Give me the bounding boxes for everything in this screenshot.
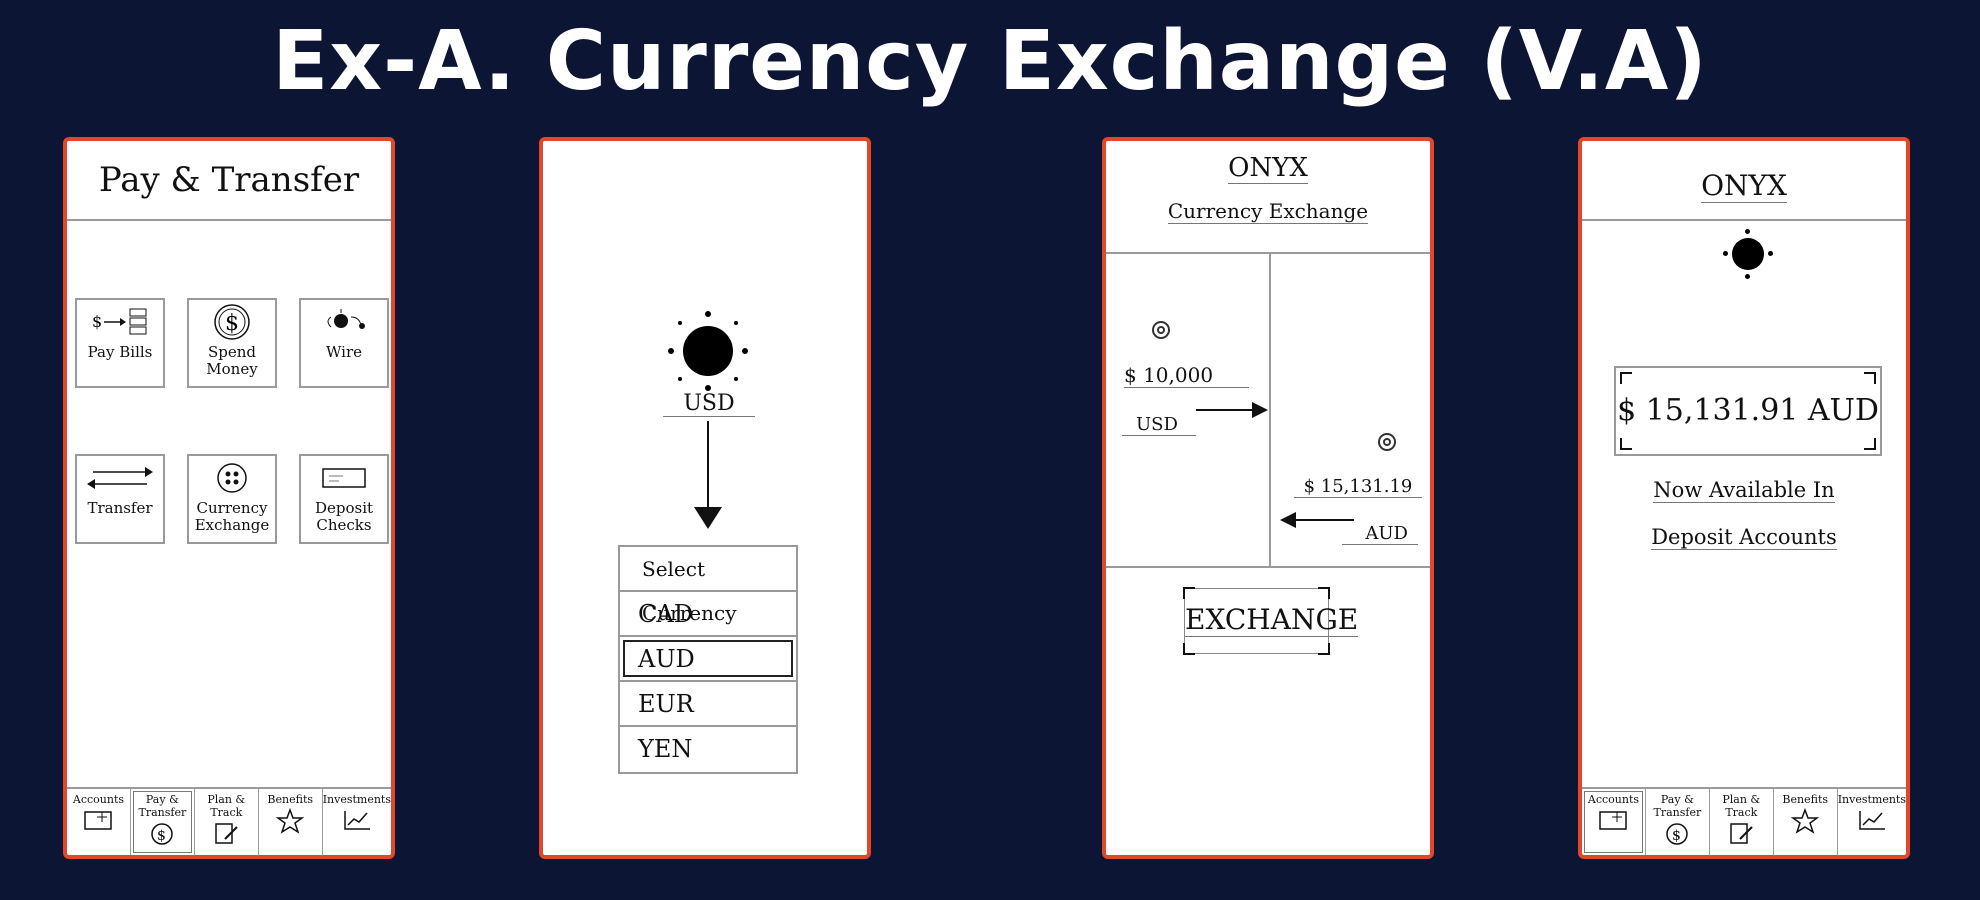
- divider: [1106, 252, 1430, 254]
- bottom-tab-bar: Accounts Pay & Transfer $ Plan & Track B…: [67, 787, 391, 855]
- to-amount: $ 15,131.19: [1294, 476, 1422, 498]
- notepad-pencil-icon: [195, 821, 258, 852]
- tab-label: Plan & Track: [1722, 793, 1761, 819]
- notepad-pencil-icon: [1710, 821, 1773, 852]
- dollar-cycle-icon: $: [131, 821, 194, 854]
- down-arrow-icon: [688, 421, 728, 535]
- tile-label: Spend Money: [206, 343, 258, 378]
- screen-pay-transfer: Pay & Transfer $ Pay Bills $ Spend Money…: [63, 137, 395, 859]
- pay-bills-icon: $: [77, 300, 163, 344]
- star-icon: [259, 807, 322, 841]
- tab-label: Plan & Track: [207, 793, 246, 819]
- svg-text:$: $: [92, 312, 102, 331]
- tab-label: Pay & Transfer: [138, 793, 187, 819]
- tile-currency-exchange[interactable]: Currency Exchange: [187, 454, 277, 544]
- from-currency: USD: [1122, 414, 1196, 436]
- tile-spend-money[interactable]: $ Spend Money: [187, 298, 277, 388]
- tile-wire[interactable]: Wire: [299, 298, 389, 388]
- tab-label: Accounts: [72, 793, 125, 806]
- line-chart-icon: [323, 808, 391, 839]
- to-currency: AUD: [1342, 523, 1418, 545]
- screen-select-currency: USD Select Currency CAD AUD EUR YEN: [539, 137, 871, 859]
- tab-investments[interactable]: Investments: [1838, 789, 1906, 855]
- currency-option-aud[interactable]: AUD: [620, 637, 796, 682]
- star-icon: [1774, 807, 1837, 841]
- currency-option-cad[interactable]: CAD: [620, 592, 796, 637]
- right-arrow-icon: [1196, 398, 1271, 426]
- tile-pay-bills[interactable]: $ Pay Bills: [75, 298, 165, 388]
- screen-confirmation: ONYX $ 15,131.91 AUD Now Available In De…: [1578, 137, 1910, 859]
- tile-label: Transfer: [87, 499, 153, 517]
- tab-label: Investments: [1837, 793, 1906, 806]
- divider: [1106, 566, 1430, 568]
- tab-benefits[interactable]: Benefits: [1774, 789, 1838, 855]
- tile-label: Pay Bills: [87, 343, 153, 361]
- currency-option-yen[interactable]: YEN: [638, 735, 693, 763]
- tab-plan-track[interactable]: Plan & Track: [1710, 789, 1774, 855]
- currency-icon: [1378, 433, 1396, 451]
- tab-label: Pay & Transfer: [1653, 793, 1702, 819]
- tile-label: Currency Exchange: [194, 499, 270, 534]
- divider: [1269, 253, 1271, 566]
- svg-text:$: $: [1672, 828, 1681, 844]
- confirmation-line-2: Deposit Accounts: [1651, 525, 1837, 550]
- currency-dropdown[interactable]: Select Currency CAD AUD EUR YEN: [618, 545, 798, 774]
- currency-option-eur[interactable]: EUR: [620, 682, 796, 727]
- screen-header: Pay & Transfer: [67, 141, 391, 221]
- dollar-cycle-icon: $: [1646, 821, 1709, 854]
- coin-icon: [1723, 229, 1773, 279]
- wire-icon: [301, 300, 387, 344]
- bottom-tab-bar: Accounts Pay & Transfer $ Plan & Track B…: [1582, 787, 1906, 855]
- tab-investments[interactable]: Investments: [323, 789, 391, 855]
- svg-text:$: $: [225, 311, 239, 336]
- tile-deposit-checks[interactable]: Deposit Checks: [299, 454, 389, 544]
- confirmation-line-1: Now Available In: [1653, 478, 1835, 503]
- tab-pay-transfer[interactable]: Pay & Transfer $: [131, 789, 195, 855]
- tab-accounts[interactable]: Accounts: [1582, 789, 1646, 855]
- brand-logo: ONYX: [1701, 169, 1787, 203]
- wallet-icon: [1582, 808, 1645, 839]
- brand-logo: ONYX: [1228, 153, 1308, 184]
- tab-label: Investments: [322, 793, 391, 806]
- from-currency-label: USD: [663, 391, 755, 417]
- dollar-coin-icon: $: [189, 300, 275, 344]
- amount-display: $ 15,131.91 AUD: [1614, 366, 1882, 456]
- tab-pay-transfer[interactable]: Pay & Transfer $: [1646, 789, 1710, 855]
- from-amount: $ 10,000: [1124, 363, 1249, 388]
- dropdown-header: Select Currency: [620, 547, 796, 625]
- exchange-button[interactable]: EXCHANGE: [1183, 587, 1359, 655]
- tab-label: Benefits: [1782, 793, 1829, 806]
- tab-plan-track[interactable]: Plan & Track: [195, 789, 259, 855]
- screen-currency-exchange: ONYX Currency Exchange $ 10,000 USD $ 15…: [1102, 137, 1434, 859]
- check-icon: [301, 456, 387, 500]
- tab-benefits[interactable]: Benefits: [259, 789, 323, 855]
- left-arrow-icon: [1276, 508, 1354, 536]
- divider: [1582, 219, 1906, 221]
- tile-label: Wire: [326, 343, 362, 361]
- tab-accounts[interactable]: Accounts: [67, 789, 131, 855]
- page-title: Ex-A. Currency Exchange (V.A): [272, 14, 1708, 109]
- tab-label: Benefits: [267, 793, 314, 806]
- tile-label: Deposit Checks: [314, 499, 374, 534]
- screen-subtitle: Currency Exchange: [1167, 199, 1369, 224]
- line-chart-icon: [1838, 808, 1906, 839]
- wallet-icon: [67, 808, 130, 839]
- svg-text:$: $: [157, 828, 166, 844]
- currency-exchange-icon: [189, 456, 275, 500]
- transfer-arrows-icon: [77, 456, 163, 500]
- tab-label: Accounts: [1587, 793, 1640, 806]
- currency-icon: [1152, 321, 1170, 339]
- coin-icon: [668, 311, 748, 391]
- tile-transfer[interactable]: Transfer: [75, 454, 165, 544]
